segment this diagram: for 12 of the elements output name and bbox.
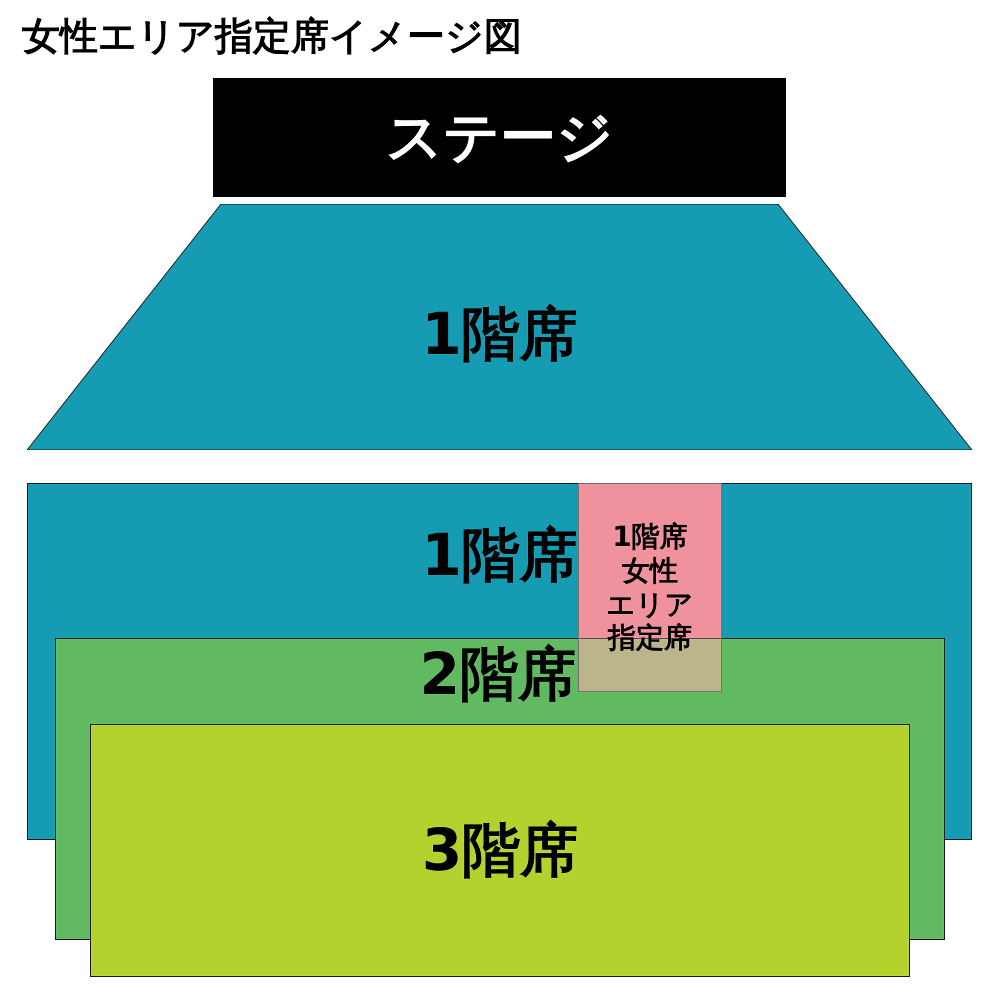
diagram-title: 女性エリア指定席イメージ図 (22, 14, 522, 60)
section-label: 1階席 (421, 300, 578, 370)
seating-section (55, 638, 578, 724)
seating-section (90, 724, 910, 977)
section-label: 2階席 (420, 640, 576, 710)
seating-section (27, 204, 972, 450)
stage-area (213, 78, 786, 197)
highlighted-seating-area (578, 483, 722, 692)
stage-label: ステージ (386, 104, 613, 172)
area-label: 1階席女性エリア指定席 (606, 520, 694, 655)
section-label: 1階席 (421, 521, 578, 591)
section-label: 3階席 (422, 816, 578, 886)
